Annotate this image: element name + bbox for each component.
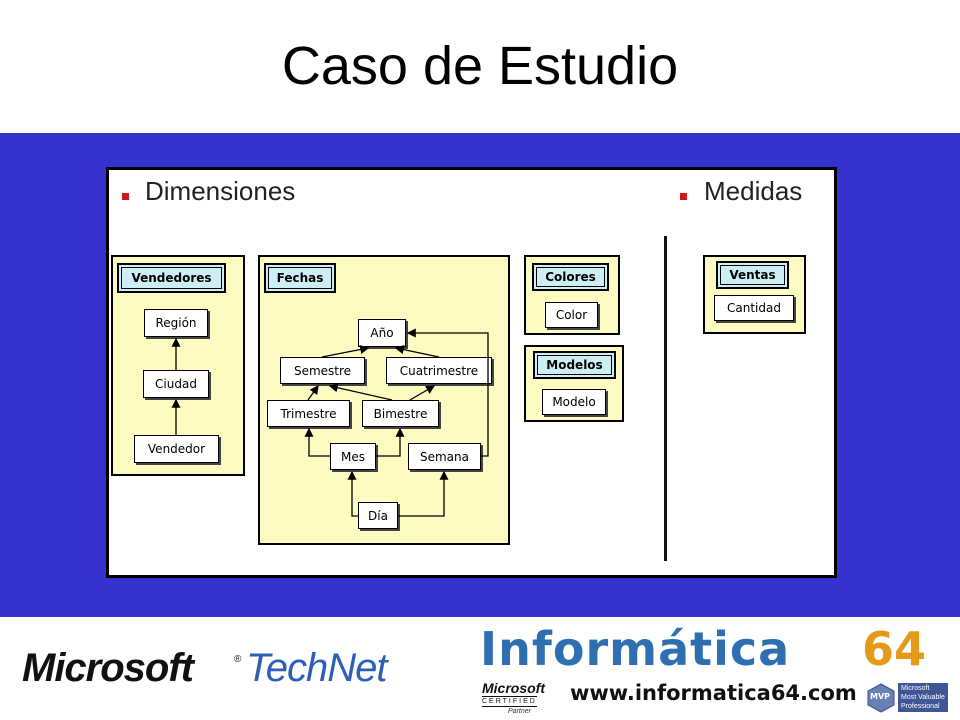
separator-line	[664, 236, 667, 561]
fechas-title: Fechas	[264, 263, 336, 293]
modelo-node: Modelo	[542, 389, 606, 415]
mes-node: Mes	[330, 443, 376, 470]
trimestre-node: Trimestre	[267, 400, 350, 427]
registered-mark: ®	[234, 654, 242, 665]
ms-certified-label: CERTIFIED	[482, 696, 537, 707]
bullet-icon	[122, 193, 129, 200]
informatica-logo: Informática	[480, 622, 791, 676]
slide-title: Caso de Estudio	[281, 36, 679, 96]
vendedores-title: Vendedores	[117, 263, 226, 293]
semana-node: Semana	[408, 443, 481, 470]
modelos-title: Modelos	[533, 351, 616, 379]
bullet-icon	[680, 193, 687, 200]
ventas-title: Ventas	[716, 261, 789, 289]
mvp-line-3: Professional	[901, 703, 940, 710]
mvp-hexagon-icon	[867, 683, 895, 713]
technet-logo: TechNet	[246, 646, 387, 690]
mvp-line-1: Microsoft	[901, 685, 930, 692]
color-node: Color	[545, 302, 598, 328]
ms-partner-label: Partner	[508, 708, 531, 715]
ms-certified-partner-logo: Microsoft CERTIFIED Partner	[482, 680, 560, 716]
bimestre-node: Bimestre	[362, 400, 439, 427]
mvp-badge: MVP Microsoft Most Valuable Professional	[866, 681, 948, 715]
ano-node: Año	[358, 319, 406, 347]
cuatrimestre-node: Cuatrimestre	[386, 357, 492, 384]
colores-title: Colores	[532, 263, 609, 291]
mvp-line-2: Most Valuable	[901, 694, 945, 701]
dia-node: Día	[358, 502, 398, 529]
informatica-64-logo: 64	[862, 622, 927, 676]
website-url: www.informatica64.com	[570, 681, 857, 705]
region-node: Región	[144, 309, 208, 337]
semestre-node: Semestre	[280, 357, 365, 384]
medidas-heading: Medidas	[704, 176, 803, 206]
vendedor-node: Vendedor	[134, 435, 219, 463]
cantidad-node: Cantidad	[714, 295, 794, 321]
dimensiones-heading: Dimensiones	[145, 176, 296, 206]
ciudad-node: Ciudad	[143, 370, 209, 398]
ms-certified-word: Microsoft	[482, 680, 545, 696]
microsoft-logo: Microsoft	[22, 646, 194, 690]
mvp-badge-text: MVP	[870, 692, 891, 701]
